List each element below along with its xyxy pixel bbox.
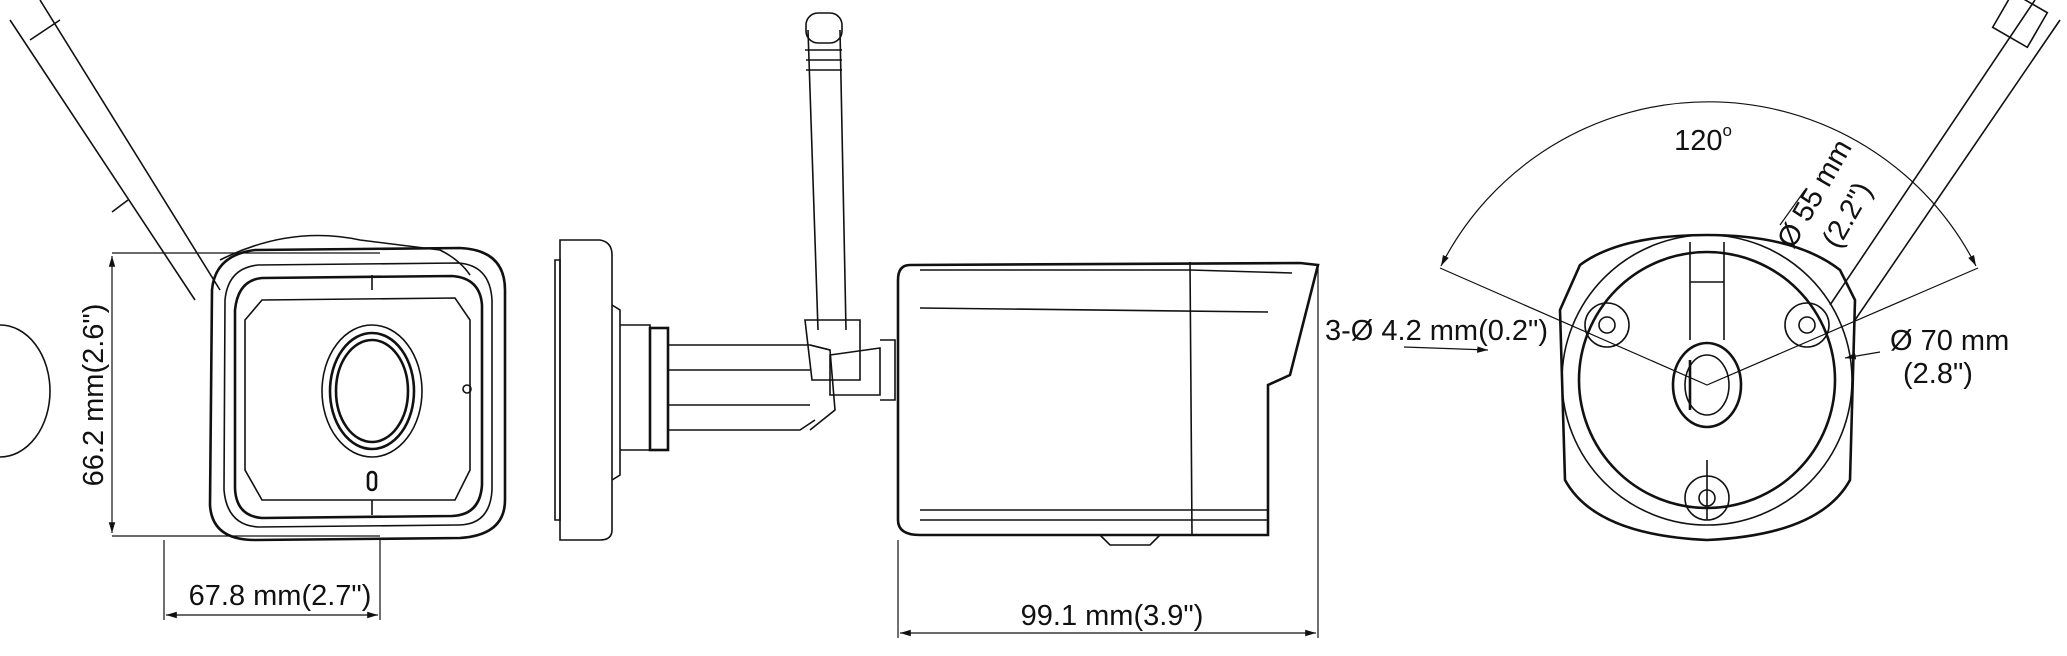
- antenna-rear: [1829, 0, 2061, 321]
- base-diameter-inch: (2.8"): [1903, 358, 1973, 390]
- base-diameter-label: Ø 70 mm: [1890, 325, 2009, 357]
- mount-hole-right: [1784, 302, 1830, 348]
- front-housing: [208, 246, 507, 542]
- angle-arc: [1440, 101, 1977, 267]
- length-label: 99.1 mm(3.9"): [1021, 600, 1204, 632]
- indicator-led: [366, 470, 378, 492]
- camera-top-hood: [219, 234, 471, 276]
- height-label: 66.2 mm(2.6"): [78, 304, 110, 487]
- sensor-dot: [462, 384, 472, 394]
- antenna-connector: [829, 347, 881, 396]
- cable-entry: [1671, 341, 1743, 429]
- wall-mount-base: [559, 239, 613, 541]
- lens-outer: [0, 324, 51, 458]
- lens-ring: [328, 331, 416, 451]
- rear-view: 120o Ø 55 mm (2.2") 3-Ø 4.2 mm(0.2") Ø 7…: [1325, 0, 2061, 542]
- front-view: 66.2 mm(2.6") 67.8 mm(2.7"): [0, 0, 507, 620]
- lens: [334, 338, 410, 444]
- side-view: 99.1 mm(3.9"): [554, 12, 1320, 638]
- mount-hole-left: [1584, 302, 1630, 348]
- antenna-front: [9, 0, 221, 301]
- holes-leader: [1403, 346, 1489, 353]
- base-circle: [1561, 234, 1853, 526]
- holes-label: 3-Ø 4.2 mm(0.2"): [1325, 315, 1548, 347]
- antenna-side: [804, 12, 861, 381]
- front-face: [244, 297, 471, 501]
- angle-label: 120o: [1674, 121, 1732, 157]
- bracket-arm: [668, 344, 831, 431]
- base-diameter-leader: [1844, 351, 1881, 360]
- lock-ring: [648, 326, 670, 452]
- rear-housing: [1558, 233, 1857, 542]
- width-label: 67.8 mm(2.7"): [189, 580, 372, 612]
- camera-body: [896, 261, 1320, 537]
